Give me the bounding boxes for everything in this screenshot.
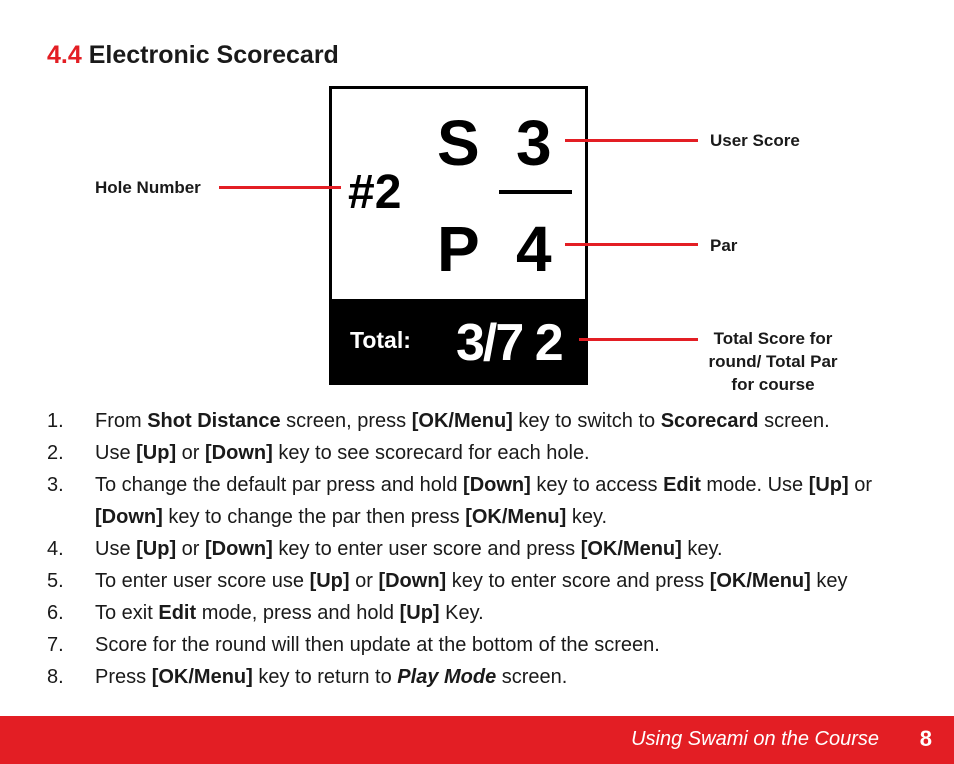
step-text: mode. Use: [700, 474, 809, 496]
score-divider: [499, 190, 572, 194]
hole-number-label: Hole Number: [95, 178, 201, 197]
total-label: Total:: [350, 327, 411, 353]
step-text: From: [95, 410, 148, 432]
total-callout-line: [579, 338, 698, 341]
step-text: To change the default par press and hold: [95, 474, 464, 496]
total-label-line-1: Total Score for: [713, 329, 833, 348]
step-text: To enter user score use: [95, 570, 310, 592]
par-callout-line: [565, 243, 698, 246]
instruction-step: 7. Score for the round will then update a…: [47, 629, 907, 661]
total-value: 3/7 2: [456, 314, 564, 372]
step-number: 6.: [47, 602, 64, 624]
step-text: To exit: [95, 602, 159, 624]
page-footer: Using Swami on the Course 8: [0, 716, 954, 764]
step-text: screen, press: [280, 410, 412, 432]
step-text: [OK/Menu]: [709, 570, 811, 592]
step-text: key to see scorecard for each hole.: [272, 442, 590, 464]
step-text: or: [848, 474, 873, 496]
step-text: [Down]: [463, 474, 531, 496]
total-bar: Total: 3/7 2: [332, 299, 585, 382]
step-text: key to change the par then press: [162, 506, 466, 528]
total-score-label: Total Score for round/ Total Par for cou…: [695, 327, 851, 396]
instruction-step: 2. Use [Up] or [Down] key to see scorecar…: [47, 437, 907, 469]
step-text: Scorecard: [660, 410, 759, 432]
step-text: [OK/Menu]: [411, 410, 513, 432]
step-text: Use: [95, 538, 137, 560]
step-text: screen.: [758, 410, 830, 432]
scorecard-screen: S 3 #2 P 4 Total: 3/7 2: [329, 86, 588, 385]
hole-number-callout-line: [219, 186, 341, 189]
step-number: 7.: [47, 634, 64, 656]
step-text: key.: [681, 538, 723, 560]
instruction-step: 4. Use [Up] or [Down] key to enter user s…: [47, 533, 907, 565]
step-number: 8.: [47, 666, 64, 688]
footer-title: Using Swami on the Course: [631, 728, 879, 750]
step-text: [Up]: [808, 474, 849, 496]
step-text: key to enter score and press: [446, 570, 710, 592]
step-text: [Up]: [399, 602, 440, 624]
step-text: key: [810, 570, 848, 592]
instruction-step: 1. From Shot Distance screen, press [OK/M…: [47, 405, 907, 437]
user-score-callout-line: [565, 139, 698, 142]
instruction-list: 1. From Shot Distance screen, press [OK/M…: [47, 405, 907, 693]
step-text: [OK/Menu]: [580, 538, 682, 560]
section-number: 4.4: [47, 41, 82, 69]
step-text: [Down]: [95, 506, 163, 528]
step-text: screen.: [496, 666, 568, 688]
instruction-step: 6. To exit Edit mode, press and hold [Up]…: [47, 597, 907, 629]
step-number: 3.: [47, 474, 64, 496]
step-text: [Up]: [309, 570, 350, 592]
step-text: mode, press and hold: [196, 602, 400, 624]
step-text: [Down]: [205, 538, 273, 560]
step-text: Use: [95, 442, 137, 464]
step-text: key to access: [530, 474, 664, 496]
step-number: 4.: [47, 538, 64, 560]
instruction-step: 5. To enter user score use [Up] or [Down]…: [47, 565, 907, 597]
step-text: [Up]: [136, 442, 177, 464]
step-text: or: [349, 570, 379, 592]
step-number: 2.: [47, 442, 64, 464]
total-label-line-3: for course: [731, 375, 815, 394]
section-title: Electronic Scorecard: [88, 41, 339, 69]
user-score-value: 3: [516, 107, 552, 179]
section-heading: 4.4 Electronic Scorecard: [47, 41, 339, 70]
step-text: Edit: [663, 474, 701, 496]
step-text: Score for the round will then update at …: [95, 634, 660, 656]
instruction-step: 3. To change the default par press and ho…: [47, 469, 907, 533]
par-letter: P: [437, 213, 480, 285]
par-label: Par: [710, 236, 738, 255]
step-number: 1.: [47, 410, 64, 432]
step-text: [Down]: [378, 570, 447, 592]
step-text: key to enter user score and press: [272, 538, 581, 560]
step-number: 5.: [47, 570, 64, 592]
step-text: Press: [95, 666, 152, 688]
step-text: Shot Distance: [147, 410, 281, 432]
page-number: 8: [919, 726, 932, 751]
step-text: key.: [566, 506, 608, 528]
step-text: or: [176, 538, 206, 560]
step-text: Play Mode: [397, 666, 497, 688]
step-text: key to return to: [252, 666, 398, 688]
instruction-step: 8. Press [OK/Menu] key to return to Play …: [47, 661, 907, 693]
step-text: [Up]: [136, 538, 177, 560]
step-text: [OK/Menu]: [151, 666, 253, 688]
step-text: Edit: [158, 602, 197, 624]
user-score-label: User Score: [710, 131, 800, 150]
score-letter: S: [437, 107, 480, 179]
step-text: [OK/Menu]: [465, 506, 567, 528]
par-value: 4: [516, 213, 552, 285]
step-text: Key.: [439, 602, 484, 624]
hole-number: #2: [348, 166, 402, 219]
step-text: [Down]: [205, 442, 273, 464]
step-text: or: [176, 442, 206, 464]
step-text: key to switch to: [512, 410, 661, 432]
total-label-line-2: round/ Total Par: [708, 352, 838, 371]
